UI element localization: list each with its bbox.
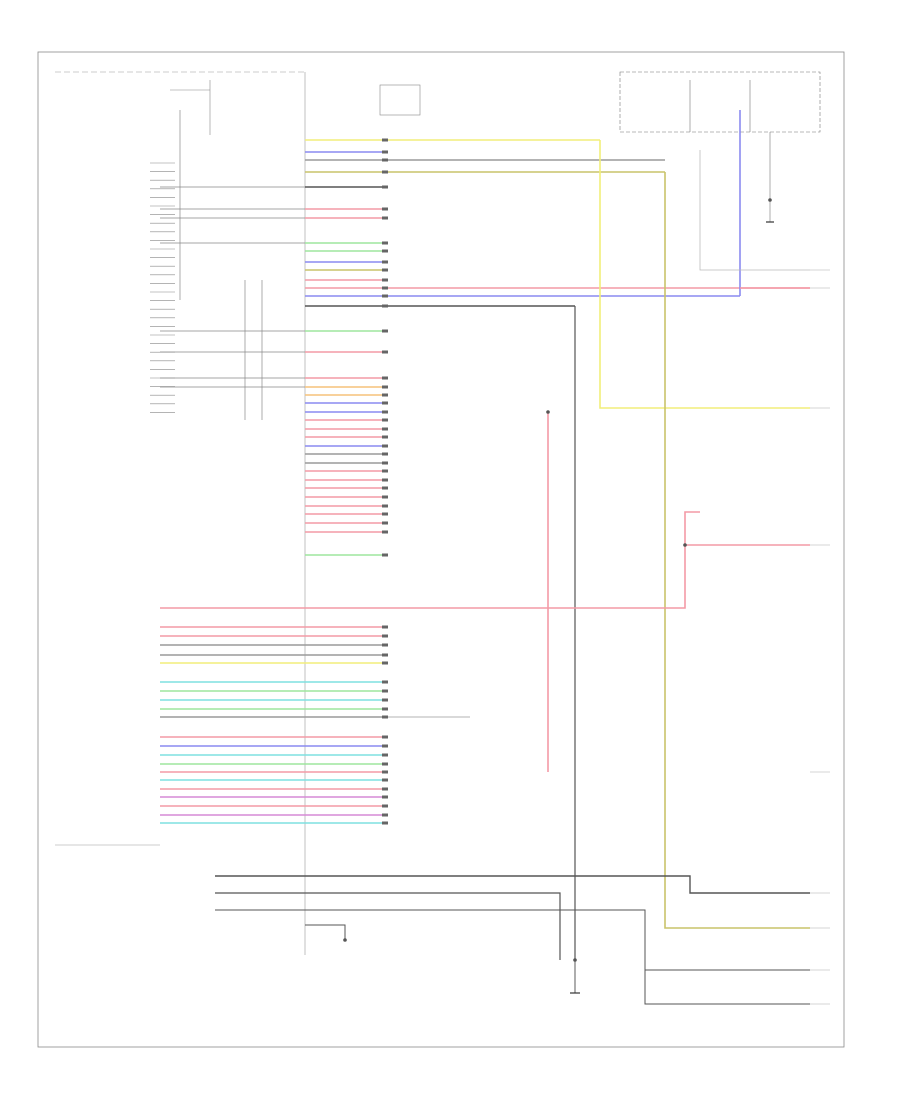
lower-connector-pin-7 bbox=[382, 689, 388, 693]
lower-connector-pin-3 bbox=[382, 643, 388, 647]
upper-connector-pin-32 bbox=[382, 495, 388, 499]
lower-connector-pin-11 bbox=[382, 735, 388, 739]
lower-connector-pin-21 bbox=[382, 821, 388, 825]
diagram-frame bbox=[37, 51, 845, 1048]
lower-connector-pin-6 bbox=[382, 680, 388, 684]
pin-label-layer bbox=[150, 110, 830, 1005]
upper-connector-pin-18 bbox=[382, 376, 388, 380]
lower-connector-pin-5 bbox=[382, 661, 388, 665]
upper-connector-pin-33 bbox=[382, 504, 388, 508]
upper-connector-pin-11 bbox=[382, 268, 388, 272]
upper-connector-pin-25 bbox=[382, 435, 388, 439]
upper-connector-pin-21 bbox=[382, 401, 388, 405]
upper-connector-pin-14 bbox=[382, 294, 388, 298]
connector-layer bbox=[343, 138, 772, 962]
upper-connector-pin-19 bbox=[382, 385, 388, 389]
ground-symbol-bottom bbox=[570, 960, 580, 994]
upper-connector-pin-29 bbox=[382, 469, 388, 473]
splice-point-5 bbox=[768, 198, 772, 202]
upper-connector-pin-28 bbox=[382, 461, 388, 465]
upper-connector-pin-15 bbox=[382, 304, 388, 308]
top-connector bbox=[170, 80, 421, 135]
lower-connector-pin-13 bbox=[382, 753, 388, 757]
upper-connector-pin-16 bbox=[382, 329, 388, 333]
upper-connector-pin-22 bbox=[382, 410, 388, 414]
upper-connector-pin-12 bbox=[382, 278, 388, 282]
lower-connector-pin-2 bbox=[382, 634, 388, 638]
lower-connector-pin-10 bbox=[382, 715, 388, 719]
upper-connector-pin-30 bbox=[382, 478, 388, 482]
upper-connector-pin-7 bbox=[382, 216, 388, 220]
upper-connector-pin-36 bbox=[382, 530, 388, 534]
lower-connector-pin-16 bbox=[382, 778, 388, 782]
grey-relay-wire bbox=[699, 150, 810, 271]
dark-bottom-wire-1 bbox=[215, 875, 810, 894]
splice-point-2 bbox=[683, 543, 687, 547]
pink-riser-wire bbox=[160, 511, 700, 609]
lower-connector-pin-12 bbox=[382, 744, 388, 748]
splice-point-3 bbox=[573, 958, 577, 962]
upper-connector-pin-13 bbox=[382, 286, 388, 290]
lower-connector-pin-14 bbox=[382, 762, 388, 766]
upper-connector-pin-5 bbox=[382, 185, 388, 189]
yellow-long-wire bbox=[599, 140, 810, 409]
upper-connector-pin-1 bbox=[382, 138, 388, 142]
splice-point-1 bbox=[546, 410, 550, 414]
lower-connector-pin-18 bbox=[382, 795, 388, 799]
upper-connector-pin-31 bbox=[382, 486, 388, 490]
upper-connector-pin-24 bbox=[382, 427, 388, 431]
upper-connector-pin-34 bbox=[382, 512, 388, 516]
lower-connector-pin-15 bbox=[382, 770, 388, 774]
relay-block bbox=[619, 71, 821, 222]
lower-connector-pin-4 bbox=[382, 653, 388, 657]
upper-connector-pin-35 bbox=[382, 521, 388, 525]
lower-connector-pin-1 bbox=[382, 625, 388, 629]
upper-connector-pin-6 bbox=[382, 207, 388, 211]
lower-connector-pin-9 bbox=[382, 707, 388, 711]
upper-connector-pin-3 bbox=[382, 158, 388, 162]
upper-connector-pin-4 bbox=[382, 170, 388, 174]
upper-connector-pin-2 bbox=[382, 150, 388, 154]
upper-connector-pin-37 bbox=[382, 553, 388, 557]
lower-connector-pin-8 bbox=[382, 698, 388, 702]
upper-connector-pin-20 bbox=[382, 393, 388, 397]
dark-ground-lead bbox=[305, 924, 346, 940]
upper-connector-pin-17 bbox=[382, 350, 388, 354]
upper-connector-pin-27 bbox=[382, 452, 388, 456]
splice-point-4 bbox=[343, 938, 347, 942]
upper-connector-pin-26 bbox=[382, 444, 388, 448]
dark-bottom-wire-2 bbox=[215, 892, 561, 960]
upper-connector-pin-9 bbox=[382, 249, 388, 253]
upper-connector-pin-8 bbox=[382, 241, 388, 245]
lower-connector-pin-19 bbox=[382, 804, 388, 808]
dark-bottom-wire-3 bbox=[215, 909, 810, 1005]
olive-long-wire bbox=[664, 172, 810, 929]
upper-connector-pin-23 bbox=[382, 418, 388, 422]
wire-layer bbox=[160, 110, 810, 1005]
lower-connector-pin-17 bbox=[382, 787, 388, 791]
upper-connector-pin-10 bbox=[382, 260, 388, 264]
lower-connector-pin-20 bbox=[382, 813, 388, 817]
